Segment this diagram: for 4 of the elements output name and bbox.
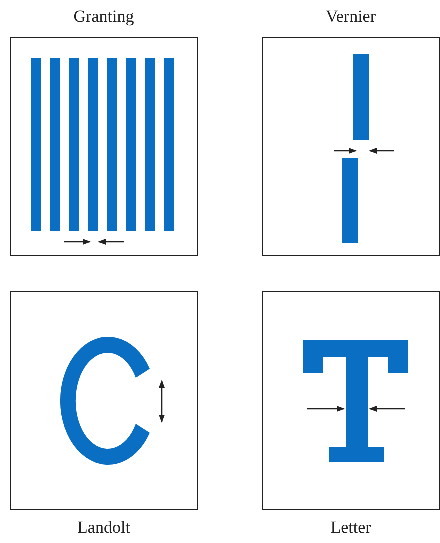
panel-title: Vernier [324, 7, 378, 27]
panel-title: Landolt [76, 518, 132, 538]
panel-title: Granting [72, 7, 136, 27]
panel-title: Letter [330, 518, 372, 538]
